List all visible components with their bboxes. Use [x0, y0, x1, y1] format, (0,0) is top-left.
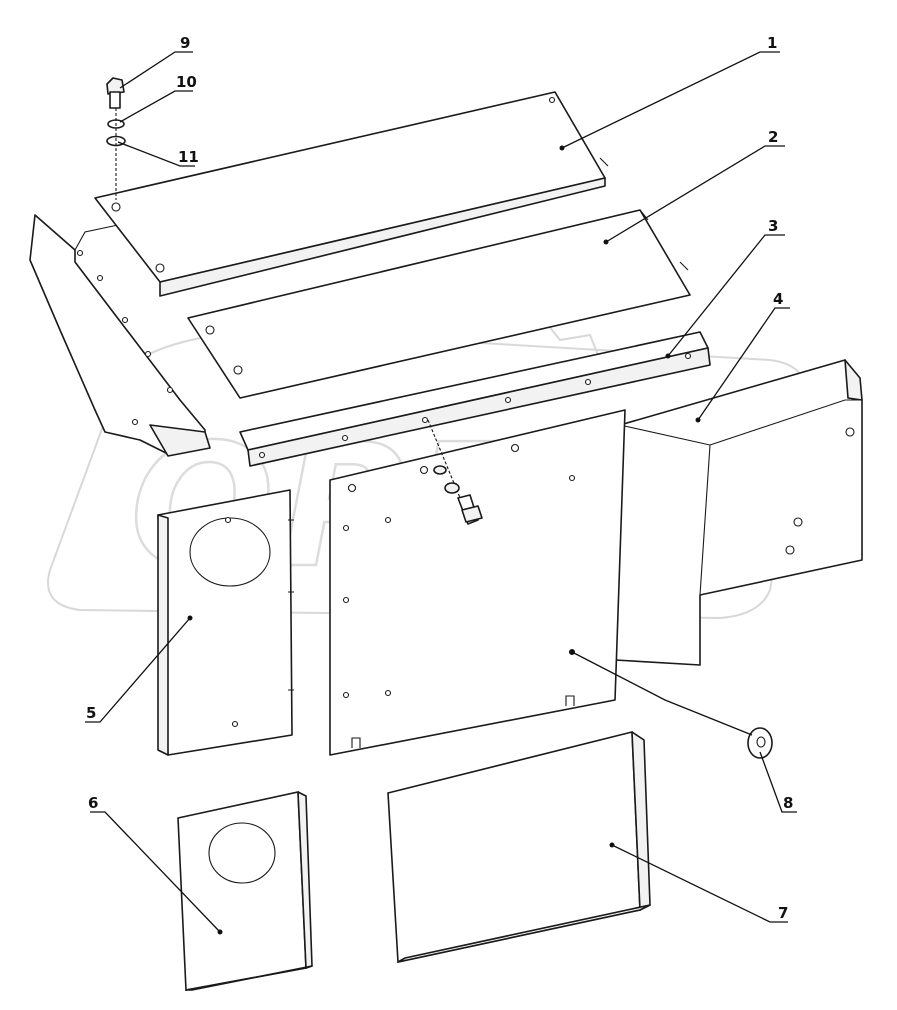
callout-10: 10: [176, 73, 197, 91]
callout-11: 11: [178, 148, 199, 166]
callout-9: 9: [180, 34, 190, 52]
leader-lines: [85, 51, 797, 935]
part-6-small-mesh-filter: [177, 791, 313, 991]
callout-8: 8: [783, 794, 793, 812]
part-5-side-plate: [157, 489, 294, 756]
part-1-top-cover: [94, 91, 609, 297]
callout-labels: 1 2 3 4 5 6 7 8 9 10 11: [86, 34, 793, 922]
callout-3: 3: [768, 217, 778, 235]
callout-7: 7: [778, 904, 788, 922]
callout-5: 5: [86, 704, 96, 722]
part-3-angle-rail: [239, 331, 711, 467]
center-panel: [329, 409, 626, 756]
callout-2: 2: [768, 128, 778, 146]
part-7-large-mesh-filter: [387, 730, 651, 963]
callout-6: 6: [88, 794, 98, 812]
part-8-washer: [747, 727, 773, 759]
parts-9-11-bolt-assembly: [106, 77, 126, 200]
part-2-panel: [187, 209, 691, 399]
callout-4: 4: [773, 290, 783, 308]
part-4-side-bracket: [614, 359, 863, 666]
callout-1: 1: [767, 34, 777, 52]
center-bolt-assembly: [427, 419, 483, 525]
left-frame-bracket: [29, 214, 211, 457]
